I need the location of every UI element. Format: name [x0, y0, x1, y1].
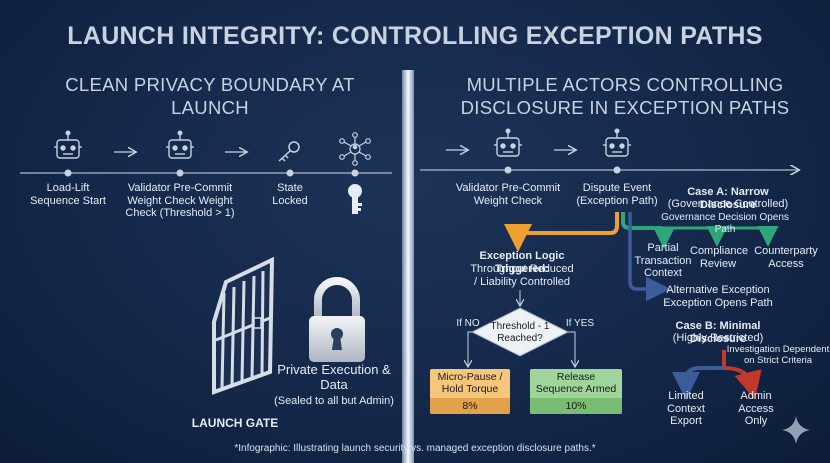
step-label-load-lift: Load-Lift Sequence Start	[30, 182, 106, 207]
page-title: LAUNCH INTEGRITY: CONTROLLING EXCEPTION …	[67, 22, 763, 50]
network-admin-icon	[339, 132, 371, 166]
governance-note: Governance Decision Opens Path	[661, 212, 789, 235]
private-execution-sub: (Sealed to all but Admin)	[274, 395, 394, 407]
red-arrow-admin	[722, 350, 762, 400]
case-b-sub: (Highly Restricted)	[672, 332, 764, 344]
blue-arrow-limited	[672, 366, 701, 400]
case-b-title: Case B: Minimal Disclosure	[675, 320, 761, 345]
robot-icon	[603, 128, 631, 157]
timeline-dot	[286, 169, 294, 177]
release-box: Release Sequence Armed 10%	[530, 369, 622, 414]
case-a-title: Case A: Narrow Disclosure	[687, 186, 769, 211]
key-icon	[278, 141, 300, 162]
micro-pause-box: Micro-Pause / Hold Torque 8%	[430, 369, 510, 414]
left-heading: CLEAN PRIVACY BOUNDARY AT LAUNCH	[65, 74, 355, 118]
sparkle-icon	[782, 416, 810, 444]
robot-icon	[494, 128, 522, 157]
exception-logic-title: Exception Logic Triggered:	[479, 250, 565, 275]
orange-path-arrow	[504, 212, 619, 252]
admin-access-label: Admin Access Only	[738, 390, 774, 427]
if-no-label: If NO	[456, 318, 480, 329]
step-label-dispute: Dispute Event (Exception Path)	[576, 182, 658, 207]
step-label-state-locked: State Locked	[272, 182, 308, 207]
blue-path-arrow	[628, 212, 671, 302]
counterparty-access-label: Counterparty Access	[754, 245, 818, 270]
step-label-validator-right: Validator Pre-Commit Weight Check	[455, 182, 561, 207]
micro-pause-label: Micro-Pause / Hold Torque	[437, 371, 503, 395]
section-divider	[402, 70, 414, 463]
step-label-validator: Validator Pre-Commit Weight Check Weight…	[125, 182, 235, 219]
decision-diamond	[470, 307, 570, 357]
alternative-exception-label: Alternative Exception Exception Opens Pa…	[663, 284, 773, 309]
micro-pause-pct: 8%	[430, 398, 510, 414]
robot-icon	[54, 130, 82, 159]
investigation-note: Investigation Dependent on Strict Criter…	[726, 344, 830, 366]
partial-transaction-label: Partial Transaction Context	[634, 242, 692, 279]
if-yes-label: If YES	[565, 318, 595, 329]
private-execution-title: Private Execution & Data	[277, 362, 391, 392]
timeline-dot	[504, 166, 512, 174]
release-pct: 10%	[530, 398, 622, 414]
timeline-dot	[613, 166, 621, 174]
right-heading: MULTIPLE ACTORS CONTROLLING DISCLOSURE I…	[460, 74, 790, 118]
footnote: *Infographic: Illustrating launch securi…	[234, 443, 596, 454]
compliance-review-label: Compliance Review	[690, 245, 749, 270]
limited-context-label: Limited Context Export	[667, 390, 705, 427]
robot-icon	[166, 130, 194, 159]
decision-text: Threshold - 1 Reached?	[490, 321, 550, 344]
release-label: Release Sequence Armed	[535, 371, 617, 395]
timeline-dot	[351, 169, 359, 177]
padlock-icon	[309, 277, 365, 362]
yes-branch-arrow	[568, 331, 575, 366]
launch-gate-label: LAUNCH GATE	[191, 416, 279, 430]
timeline-dot	[64, 169, 72, 177]
timeline-dot	[176, 169, 184, 177]
case-a-sub: (Governance Controlled)	[667, 198, 789, 210]
keyhole-icon	[348, 184, 362, 214]
exception-logic-sub: Throughput Reduced / Liability Controlle…	[470, 263, 574, 288]
no-branch-arrow	[468, 331, 472, 366]
launch-gate-icon	[212, 256, 275, 395]
